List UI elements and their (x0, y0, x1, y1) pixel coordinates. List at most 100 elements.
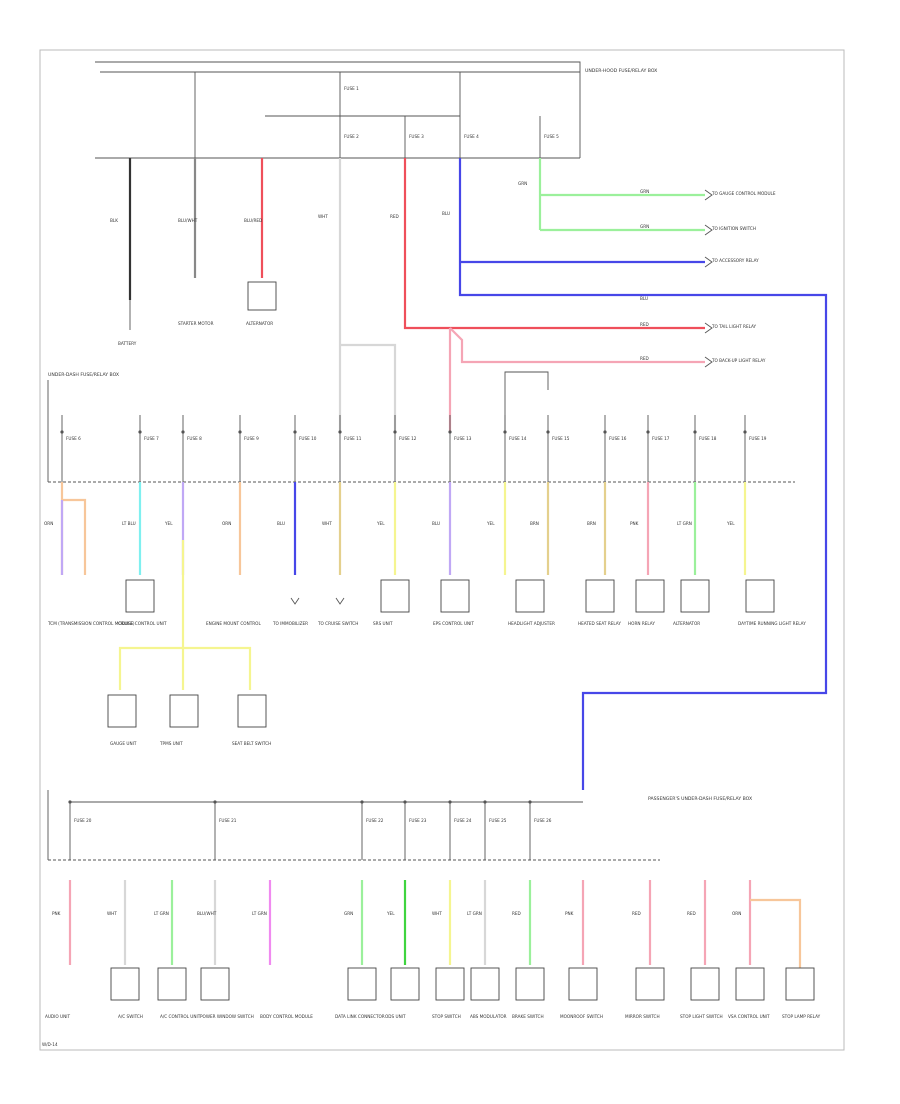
fuse-node (338, 430, 342, 434)
fuse-label: FUSE 25 (489, 818, 507, 823)
fuse-node (293, 430, 297, 434)
load-label: BODY CONTROL MODULE (260, 1014, 313, 1019)
fuse-label: FUSE 14 (509, 436, 527, 441)
pass-fuse-box-label: PASSENGER'S UNDER-DASH FUSE/RELAY BOX (648, 796, 752, 802)
backup-ref: TO BACK-UP LIGHT RELAY (711, 358, 766, 363)
load-box (200, 967, 230, 1001)
wire-code: GRN (344, 911, 353, 916)
wire-code: YEL (386, 911, 395, 916)
gauge-unit-box (107, 694, 137, 728)
blue-feed: BLU BLU TO ACCESSORY RELAY (442, 158, 828, 790)
starter-label: STARTER MOTOR (178, 321, 214, 326)
load-label: SEAT BELT SWITCH (232, 741, 271, 746)
fuse-node (483, 800, 487, 804)
fuse-label: FUSE 2 (344, 134, 359, 139)
fuse-label: FUSE 12 (399, 436, 417, 441)
load-label: A/C SWITCH (118, 1014, 143, 1019)
fuse-label: FUSE 11 (344, 436, 362, 441)
load-box (435, 967, 465, 1001)
fuse-node (743, 430, 747, 434)
fuse-label: FUSE 22 (366, 818, 384, 823)
load-label: STOP SWITCH (432, 1014, 461, 1019)
fuse-node (238, 430, 242, 434)
wire-code: BLU (277, 521, 285, 526)
fuse-node (403, 800, 407, 804)
wire-code: YEL (726, 521, 735, 526)
load-label: HEADLIGHT ADJUSTER (508, 621, 555, 626)
fuse-label: FUSE 15 (552, 436, 570, 441)
load-box (680, 579, 710, 613)
load-label: HORN RELAY (628, 621, 655, 626)
load-box (690, 967, 720, 1001)
load-label: ABS MODULATOR (470, 1014, 507, 1019)
load-label: POWER WINDOW SWITCH (200, 1014, 254, 1019)
load-label: DATA LINK CONNECTOR (335, 1014, 385, 1019)
dash-load-group: TCM (TRANSMISSION CONTROL MODULE)CRUISE … (47, 579, 806, 626)
white-feed: WHT (318, 158, 397, 432)
wire-code: RED (512, 911, 521, 916)
fuse-label: FUSE 8 (187, 436, 202, 441)
hood-fuse-box: UNDER-HOOD FUSE/RELAY BOX FUSE 1 FUSE 2 … (95, 61, 657, 159)
load-box (157, 967, 187, 1001)
fuse-node (528, 800, 532, 804)
fuse-label: FUSE 24 (454, 818, 472, 823)
fuse-node (546, 430, 550, 434)
load-box (785, 967, 815, 1001)
connector-arrow (335, 597, 345, 605)
fuse-label: FUSE 6 (66, 436, 81, 441)
wire-code: RED (640, 356, 649, 361)
wire-code: BLK (110, 218, 118, 223)
load-label: CRUISE CONTROL UNIT (118, 621, 167, 626)
fuse-node (603, 430, 607, 434)
load-label: TO CRUISE SWITCH (317, 621, 358, 626)
wire-code: ORN (222, 521, 231, 526)
load-label: TPMS UNIT (159, 741, 183, 746)
fuse-node (60, 430, 64, 434)
wire-code: ORN (732, 911, 741, 916)
load-box (110, 967, 140, 1001)
wire-code: PNK (52, 911, 61, 916)
wire-code: LT GRN (154, 911, 169, 916)
wire-code: BLU/RED (244, 218, 262, 223)
alternator-top-box (247, 281, 277, 311)
fuse-label: FUSE 3 (409, 134, 424, 139)
dash-fuse-box: UNDER-DASH FUSE/RELAY BOX (47, 371, 795, 483)
tpms-unit-box (169, 694, 199, 728)
load-box (745, 579, 775, 613)
main-supply-wires: BLK BLU/WHT BLU/RED BATTERY STARTER MOTO… (110, 158, 277, 346)
load-box (470, 967, 500, 1001)
wire-code: ORN (44, 521, 53, 526)
fuse-node (503, 430, 507, 434)
wire-code: BLU (640, 296, 648, 301)
load-label: MIRROR SWITCH (625, 1014, 660, 1019)
gauge-ref: TO GAUGE CONTROL MODULE (711, 191, 776, 196)
wire-code: BRN (530, 521, 539, 526)
fuse-node (448, 430, 452, 434)
load-box (440, 579, 470, 613)
page-ref: W/D-14 (42, 1042, 58, 1047)
wire-code: GRN (640, 189, 649, 194)
load-box (568, 967, 598, 1001)
red-feed: RED RED RED TO TAIL LIGHT RELAY TO BACK-… (390, 158, 766, 432)
hood-fuse-box-label: UNDER-HOOD FUSE/RELAY BOX (585, 68, 657, 74)
fuse-node (393, 430, 397, 434)
fuse-label: FUSE 13 (454, 436, 472, 441)
ref-arrows (704, 189, 713, 368)
load-label: SRS UNIT (373, 621, 393, 626)
fuse-node (68, 800, 72, 804)
load-box (390, 967, 420, 1001)
wire-code: WHT (318, 214, 328, 219)
fuse-label: FUSE 17 (652, 436, 670, 441)
load-box (735, 967, 765, 1001)
fuse-node (181, 430, 185, 434)
fuse-node (360, 800, 364, 804)
load-label: A/C CONTROL UNIT (160, 1014, 201, 1019)
fuse-label: FUSE 9 (244, 436, 259, 441)
acc-ref: TO ACCESSORY RELAY (711, 258, 759, 263)
wire-code: LT GRN (252, 911, 267, 916)
load-label: ALTERNATOR (673, 621, 700, 626)
diagram-frame (39, 49, 845, 1051)
